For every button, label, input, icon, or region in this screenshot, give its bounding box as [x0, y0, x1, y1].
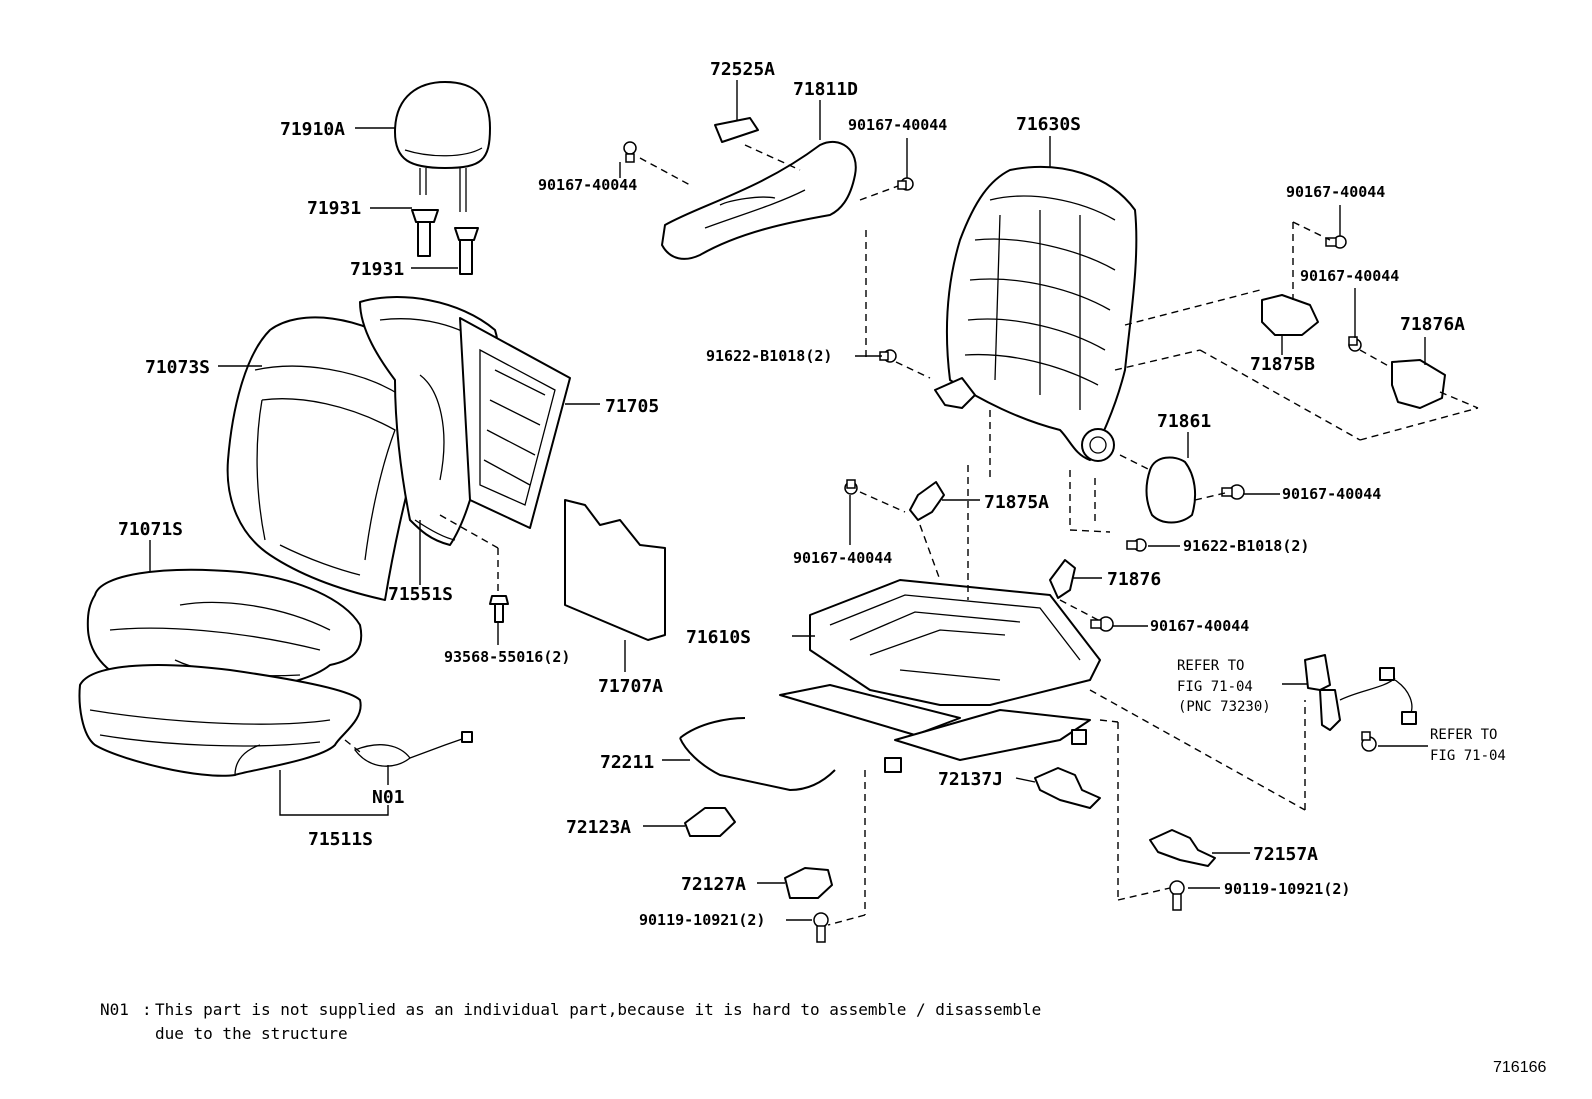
recliner-cover-71861	[1145, 456, 1197, 524]
seatback-frame	[934, 166, 1138, 462]
label-71610S: 71610S	[686, 627, 751, 648]
label-91622-a: 91622-B1018(2)	[706, 347, 832, 365]
back-board	[459, 317, 571, 529]
cover-72127A	[784, 867, 833, 899]
refer2-line2: FIG 71-04	[1430, 748, 1506, 764]
hinge-cover-71876A	[1391, 359, 1446, 409]
part-labels: 71910A 71931 71931 71073S 71705 71071S 7…	[118, 59, 1465, 929]
refer2-line1: REFER TO	[1430, 727, 1497, 743]
label-90167-g: 90167-40044	[1150, 617, 1249, 635]
headrest	[394, 81, 491, 212]
label-71861: 71861	[1157, 411, 1211, 432]
footnote: N01 : This part is not supplied as an in…	[100, 1000, 1041, 1043]
figure-id: 716166	[1493, 1059, 1546, 1076]
label-90167-a: 90167-40044	[848, 116, 947, 134]
wire-72211	[679, 717, 836, 791]
cover-72123A	[684, 807, 736, 837]
label-90167-e: 90167-40044	[1282, 485, 1381, 503]
refer1-line1: REFER TO	[1177, 658, 1244, 674]
label-71876A: 71876A	[1400, 314, 1465, 335]
label-72157A: 72157A	[1253, 844, 1318, 865]
refer1-line3: (PNC 73230)	[1178, 699, 1271, 715]
back-plate	[564, 499, 666, 641]
bracket-71876	[1049, 559, 1076, 599]
label-71705: 71705	[605, 396, 659, 417]
reference-notes: REFER TO FIG 71-04 (PNC 73230) REFER TO …	[1177, 658, 1506, 764]
label-71073S: 71073S	[145, 357, 210, 378]
label-90167-d: 90167-40044	[1300, 267, 1399, 285]
refer1-line2: FIG 71-04	[1177, 679, 1253, 695]
recliner-cover-72525A	[714, 117, 759, 143]
note-separator: :	[142, 1000, 152, 1019]
label-72127A: 72127A	[681, 874, 746, 895]
label-71931-lower: 71931	[350, 259, 404, 280]
label-71071S: 71071S	[118, 519, 183, 540]
label-90167-c: 90167-40044	[1286, 183, 1385, 201]
label-90167-b: 90167-40044	[538, 176, 637, 194]
cover-72137J	[1034, 767, 1101, 809]
assembly-lines	[344, 144, 1479, 926]
label-72525A: 72525A	[710, 59, 775, 80]
label-72123A: 72123A	[566, 817, 631, 838]
bracket-71875A	[909, 481, 945, 521]
leader-lines	[149, 80, 1428, 921]
label-71811D: 71811D	[793, 79, 858, 100]
label-71875A: 71875A	[984, 492, 1049, 513]
label-71707A: 71707A	[598, 676, 663, 697]
seatbelt-buckle	[1304, 654, 1417, 731]
label-71876: 71876	[1107, 569, 1161, 590]
label-90119-a: 90119-10921(2)	[639, 911, 765, 929]
cover-72157A	[1149, 829, 1216, 867]
label-71551S: 71551S	[388, 584, 453, 605]
recliner-cover-71811D	[661, 140, 857, 260]
label-N01: N01	[372, 787, 405, 808]
label-93568: 93568-55016(2)	[444, 648, 570, 666]
seat-heater-wire	[353, 731, 473, 767]
label-72137J: 72137J	[938, 769, 1003, 790]
hinge-cover-71875B	[1261, 294, 1319, 336]
note-code: N01	[100, 1000, 129, 1019]
seat-frame-adjuster	[779, 579, 1101, 773]
seat-cushion-cover	[86, 568, 363, 695]
clip-93568	[489, 595, 509, 623]
label-90167-f: 90167-40044	[793, 549, 892, 567]
label-72211: 72211	[600, 752, 654, 773]
label-71910A: 71910A	[280, 119, 345, 140]
note-line1: This part is not supplied as an individu…	[155, 1000, 1041, 1019]
seatback-cover	[226, 316, 425, 601]
label-71875B: 71875B	[1250, 354, 1315, 375]
label-71511S: 71511S	[308, 829, 373, 850]
note-line2: due to the structure	[155, 1024, 348, 1043]
label-71931-upper: 71931	[307, 198, 361, 219]
seat-cushion-pad	[78, 664, 362, 777]
label-91622-b: 91622-B1018(2)	[1183, 537, 1309, 555]
label-71630S: 71630S	[1016, 114, 1081, 135]
headrest-support	[411, 209, 479, 275]
label-90119-b: 90119-10921(2)	[1224, 880, 1350, 898]
